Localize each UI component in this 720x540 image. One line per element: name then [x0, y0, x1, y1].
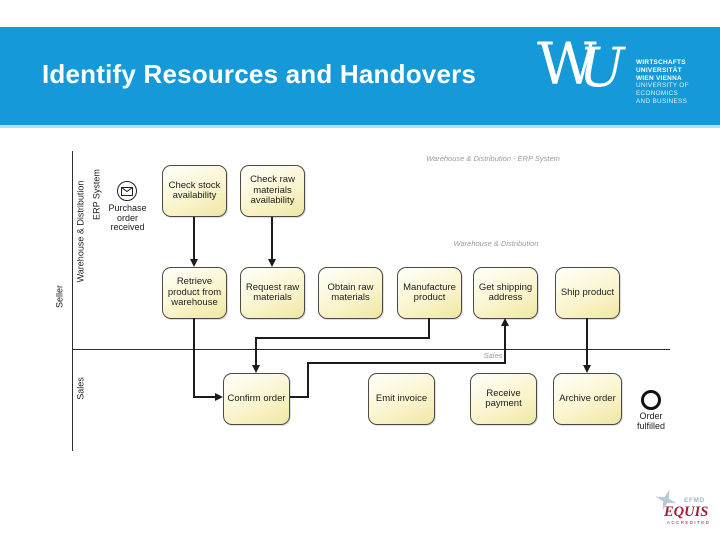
arrowhead-icon: [251, 365, 260, 373]
flow-check-stock-retrieve: [193, 217, 195, 260]
wu-logo-wordmark: WIRTSCHAFTS UNIVERSITÄT WIEN VIENNA UNIV…: [636, 59, 689, 106]
flow-retrieve-confirm-h: [193, 396, 216, 398]
task-archive-order: Archive order: [553, 373, 622, 425]
lane-label-warehouse: Warehouse & Distribution: [75, 180, 86, 283]
wu-letter-u: U: [579, 36, 625, 99]
arrowhead-icon: [190, 259, 198, 267]
task-request-raw-materials: Request raw materials: [240, 267, 305, 319]
wu-line: WIEN VIENNA: [636, 74, 682, 82]
envelope-icon: [121, 186, 133, 196]
equis-wordmark: EQUIS: [664, 504, 709, 520]
flow-manufacture-confirm-h: [255, 337, 430, 339]
efmd-label: EFMD: [684, 497, 705, 504]
pool-label-seller: Seller: [54, 285, 65, 309]
flow-ship-archive: [586, 318, 588, 366]
lane-divider-line: [72, 349, 670, 350]
flow-check-raw-request: [271, 217, 273, 260]
equis-accredited-label: ACCREDITED: [667, 520, 711, 525]
flow-retrieve-confirm-v: [193, 318, 195, 398]
lane-label-sales: Sales: [75, 377, 86, 400]
wu-logo: W U WIRTSCHAFTS UNIVERSITÄT WIEN VIENNA …: [537, 33, 702, 121]
arrowhead-icon: [582, 365, 591, 373]
flow-confirm-shipping-v2: [504, 325, 506, 364]
flow-manufacture-confirm-v2: [255, 337, 257, 366]
arrowhead-icon: [500, 318, 509, 326]
wu-line: ECONOMICS: [636, 90, 679, 98]
wu-line: UNIVERSITÄT: [636, 66, 682, 74]
flow-manufacture-confirm-v1: [428, 318, 430, 339]
handover-label-erp: Warehouse & Distribution - ERP System: [426, 154, 560, 163]
flow-confirm-shipping-v1: [307, 362, 309, 398]
wu-line: WIRTSCHAFTS: [636, 59, 686, 66]
slide-title: Identify Resources and Handovers: [42, 59, 477, 89]
task-manufacture-product: Manufacture product: [397, 267, 462, 319]
wu-line: UNIVERSITY OF: [636, 82, 689, 90]
wu-letter-w: W: [537, 30, 597, 98]
arrowhead-icon: [268, 259, 276, 267]
end-event-label: Order fulfilled: [636, 411, 665, 431]
handover-label-warehouse: Warehouse & Distribution: [453, 239, 539, 248]
header-band: Identify Resources and Handovers W U WIR…: [0, 27, 720, 128]
task-check-stock: Check stock availability: [162, 165, 227, 217]
task-ship-product: Ship product: [555, 267, 620, 319]
task-obtain-raw-materials: Obtain raw materials: [318, 267, 383, 319]
task-retrieve-product: Retrieve product from warehouse: [162, 267, 227, 319]
start-event-label: Purchase order received: [108, 203, 147, 232]
pool-border-line: [72, 151, 73, 451]
task-confirm-order: Confirm order: [223, 373, 290, 425]
task-get-shipping-address: Get shipping address: [473, 267, 538, 319]
flow-confirm-shipping-h1: [290, 396, 309, 398]
task-receive-payment: Receive payment: [470, 373, 537, 425]
wu-line: AND BUSINESS: [636, 97, 688, 105]
arrowhead-icon: [215, 392, 223, 401]
flow-confirm-shipping-h2: [307, 362, 505, 364]
task-emit-invoice: Emit invoice: [368, 373, 435, 425]
end-event: [641, 390, 661, 410]
task-check-raw-materials: Check raw materials availability: [240, 165, 305, 217]
handover-label-sales: Sales: [483, 351, 503, 360]
start-event: [117, 181, 137, 201]
